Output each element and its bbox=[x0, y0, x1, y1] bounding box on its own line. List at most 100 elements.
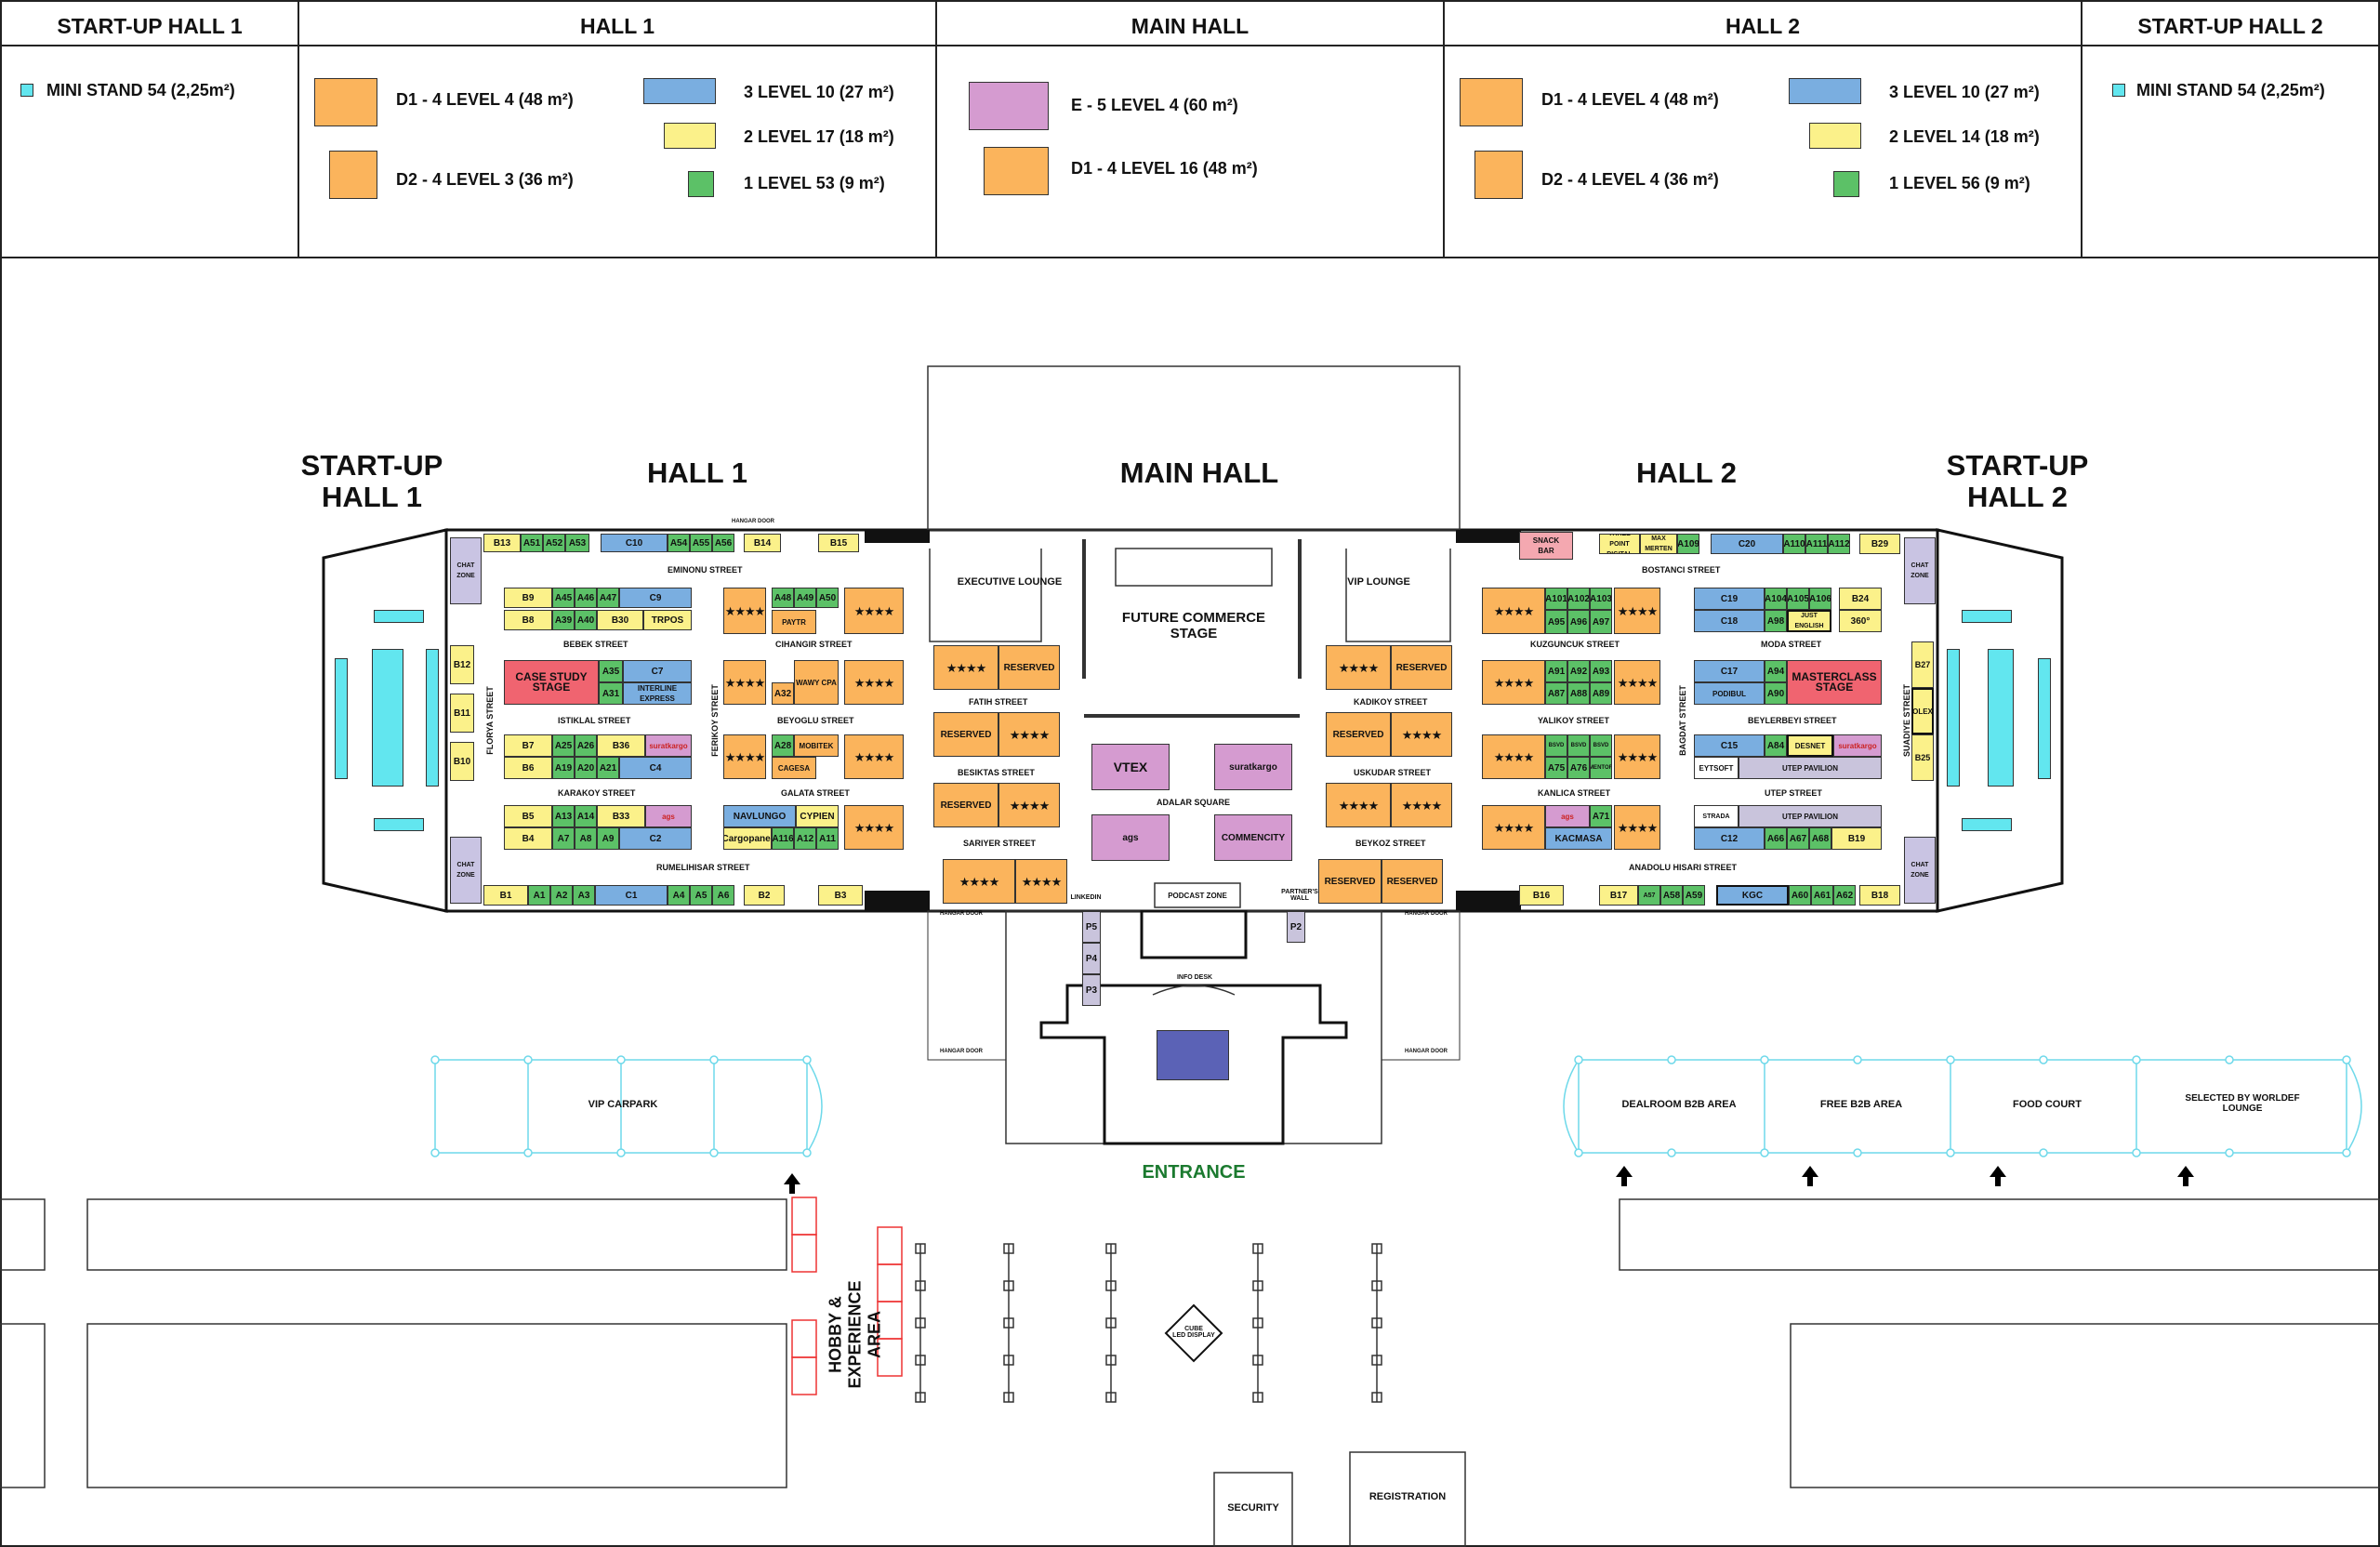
mini-stands[interactable] bbox=[426, 649, 439, 787]
stand[interactable]: RESERVED bbox=[933, 783, 998, 827]
stand-d[interactable]: ★★★★ bbox=[943, 859, 1015, 904]
stand[interactable]: B9 bbox=[504, 588, 552, 608]
stand[interactable]: A3 bbox=[573, 885, 595, 906]
stand[interactable]: A11 bbox=[816, 827, 839, 850]
stand[interactable]: A75 bbox=[1545, 757, 1567, 779]
stand[interactable]: A95 bbox=[1545, 610, 1567, 634]
stand[interactable]: A112 bbox=[1828, 534, 1850, 554]
stand[interactable]: B36 bbox=[597, 734, 645, 757]
stand[interactable]: B19 bbox=[1831, 827, 1882, 850]
stand[interactable]: RESERVED bbox=[1391, 645, 1452, 690]
stand-logo[interactable]: MENTOR bbox=[1590, 757, 1612, 779]
stand[interactable]: C2 bbox=[619, 827, 692, 850]
stand-d[interactable]: ★★★★ bbox=[723, 588, 766, 634]
stand[interactable]: DESNET bbox=[1787, 734, 1833, 757]
stand[interactable]: CAGESA bbox=[772, 757, 816, 779]
stand[interactable]: COMMENCITY bbox=[1214, 814, 1292, 861]
stand[interactable]: UTEP PAVILION bbox=[1739, 805, 1882, 827]
stand[interactable]: B13 bbox=[483, 534, 521, 552]
stand[interactable]: B1 bbox=[483, 885, 528, 906]
stand[interactable]: NAVLUNGO bbox=[723, 805, 796, 827]
stand[interactable]: A76 bbox=[1567, 757, 1590, 779]
stand[interactable]: A60 bbox=[1789, 885, 1811, 906]
stand[interactable]: A84 bbox=[1765, 734, 1787, 757]
stand[interactable]: A14 bbox=[575, 805, 597, 827]
stand[interactable]: A45 bbox=[552, 588, 575, 608]
stand-logo[interactable]: suratkargo bbox=[1833, 734, 1882, 757]
stand[interactable]: A39 bbox=[552, 610, 575, 630]
stand[interactable]: A66 bbox=[1765, 827, 1787, 850]
stand[interactable]: B25 bbox=[1911, 734, 1934, 781]
stand-logo[interactable]: WAWY CPA bbox=[794, 660, 839, 705]
stand[interactable]: A93 bbox=[1590, 660, 1612, 682]
stand[interactable]: A28 bbox=[772, 734, 794, 757]
stand[interactable]: RESERVED bbox=[1382, 859, 1443, 904]
stand[interactable]: A13 bbox=[552, 805, 575, 827]
stand[interactable]: B6 bbox=[504, 757, 552, 779]
stand[interactable]: B33 bbox=[597, 805, 645, 827]
stand[interactable]: A71 bbox=[1590, 805, 1612, 827]
stand[interactable]: C1 bbox=[595, 885, 668, 906]
stand[interactable]: A51 bbox=[521, 534, 543, 552]
stand-logo[interactable]: suratkargo bbox=[645, 734, 692, 757]
stand[interactable]: B5 bbox=[504, 805, 552, 827]
stand[interactable]: THREE POINT DIGITAL bbox=[1599, 534, 1640, 554]
stand-d[interactable]: ★★★★ bbox=[844, 588, 904, 634]
stand[interactable]: MOBITEK bbox=[794, 734, 839, 757]
stand[interactable]: A104 bbox=[1765, 588, 1787, 610]
stand[interactable]: A67 bbox=[1787, 827, 1809, 850]
stand-d[interactable]: ★★★★ bbox=[844, 660, 904, 705]
stand[interactable]: C15 bbox=[1694, 734, 1765, 757]
stand-d[interactable]: ★★★★ bbox=[1614, 588, 1660, 634]
stand[interactable]: B11 bbox=[450, 694, 474, 733]
stand-d[interactable]: ★★★★ bbox=[1614, 805, 1660, 850]
stand[interactable]: A21 bbox=[597, 757, 619, 779]
stand[interactable]: A6 bbox=[712, 885, 734, 906]
stand[interactable]: A111 bbox=[1805, 534, 1828, 554]
stand[interactable]: B4 bbox=[504, 827, 552, 850]
stand-d[interactable]: ★★★★ bbox=[844, 805, 904, 850]
stand[interactable]: RESERVED bbox=[1326, 712, 1391, 757]
stand[interactable]: RESERVED bbox=[1318, 859, 1382, 904]
stand[interactable]: C10 bbox=[601, 534, 668, 552]
stand[interactable]: A49 bbox=[794, 588, 816, 608]
stand[interactable]: A26 bbox=[575, 734, 597, 757]
stand[interactable]: ags bbox=[1091, 814, 1170, 861]
stand[interactable]: B12 bbox=[450, 645, 474, 684]
stand[interactable]: RESERVED bbox=[933, 712, 998, 757]
stand[interactable]: A25 bbox=[552, 734, 575, 757]
stand-d[interactable]: ★★★★ bbox=[1015, 859, 1067, 904]
stand[interactable]: B3 bbox=[818, 885, 863, 906]
stand[interactable]: KGC bbox=[1716, 885, 1789, 906]
stand[interactable]: STRADA bbox=[1694, 805, 1739, 827]
stand[interactable]: OLEX bbox=[1911, 688, 1934, 734]
stand-d[interactable]: ★★★★ bbox=[998, 783, 1060, 827]
stand[interactable]: A8 bbox=[575, 827, 597, 850]
mini-stands[interactable] bbox=[2038, 658, 2051, 779]
stand-d[interactable]: ★★★★ bbox=[1391, 783, 1452, 827]
stand[interactable]: A9 bbox=[597, 827, 619, 850]
stand[interactable]: 360° bbox=[1839, 610, 1882, 632]
stand-logo[interactable]: ags bbox=[1545, 805, 1590, 827]
stand-d[interactable]: ★★★★ bbox=[1614, 660, 1660, 705]
stand[interactable]: B29 bbox=[1859, 534, 1900, 554]
stand[interactable]: A40 bbox=[575, 610, 597, 630]
stand[interactable]: A87 bbox=[1545, 682, 1567, 705]
stand[interactable]: CYPIEN bbox=[796, 805, 839, 827]
stand-d[interactable]: ★★★★ bbox=[1482, 660, 1545, 705]
stand-logo[interactable]: BSVD bbox=[1545, 734, 1567, 757]
stand[interactable]: A32 bbox=[772, 682, 794, 705]
mini-stands[interactable] bbox=[1947, 649, 1960, 787]
stand[interactable]: A62 bbox=[1833, 885, 1856, 906]
stand[interactable]: B17 bbox=[1599, 885, 1638, 906]
stand[interactable]: A5 bbox=[690, 885, 712, 906]
stand-d[interactable]: ★★★★ bbox=[933, 645, 998, 690]
stand[interactable]: A54 bbox=[668, 534, 690, 552]
stand[interactable]: A31 bbox=[599, 682, 623, 705]
mini-stands[interactable] bbox=[374, 610, 424, 623]
stand[interactable]: VTEX bbox=[1091, 744, 1170, 790]
stand-d[interactable]: ★★★★ bbox=[1614, 734, 1660, 779]
stand[interactable]: A55 bbox=[690, 534, 712, 552]
stand[interactable]: A20 bbox=[575, 757, 597, 779]
stand[interactable]: A88 bbox=[1567, 682, 1590, 705]
